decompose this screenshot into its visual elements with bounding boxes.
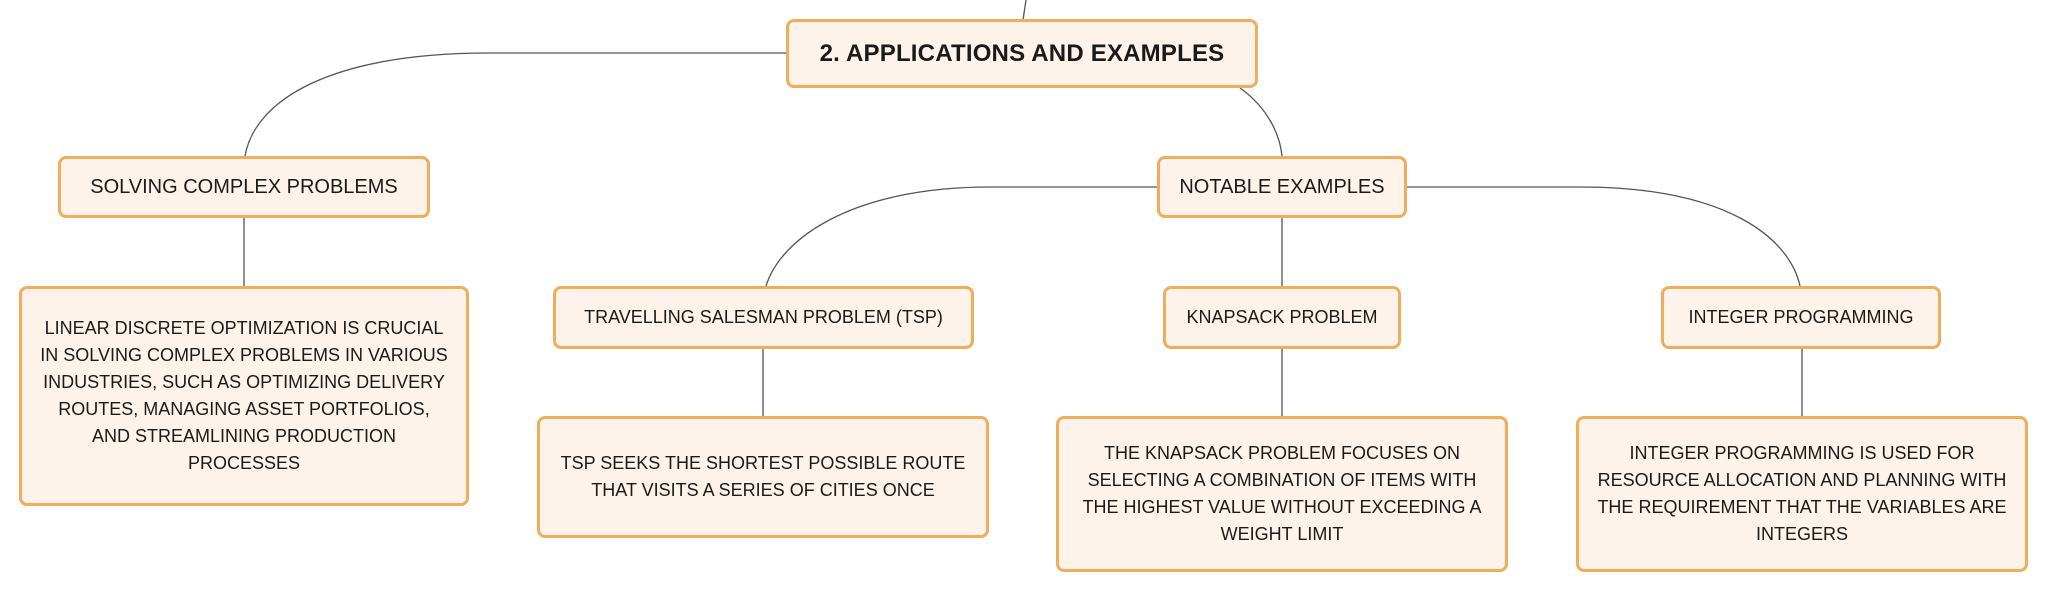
connector-notable-to-tsp [765,186,1157,287]
detail-knapsack[interactable]: THE KNAPSACK PROBLEM FOCUSES ON SELECTIN… [1056,416,1508,572]
subtopic-integer-programming[interactable]: INTEGER PROGRAMMING [1661,286,1941,349]
subtopic-label: TRAVELLING SALESMAN PROBLEM (TSP) [584,307,943,327]
detail-solving[interactable]: LINEAR DISCRETE OPTIMIZATION IS CRUCIAL … [19,286,469,506]
subtopic-tsp[interactable]: TRAVELLING SALESMAN PROBLEM (TSP) [553,286,974,349]
detail-text: TSP SEEKS THE SHORTEST POSSIBLE ROUTE TH… [560,453,966,500]
root-topic-label: 2. APPLICATIONS AND EXAMPLES [819,39,1225,67]
topic-label: SOLVING COMPLEX PROBLEMS [90,175,398,198]
detail-text: THE KNAPSACK PROBLEM FOCUSES ON SELECTIN… [1082,443,1482,544]
topic-label: NOTABLE EXAMPLES [1179,175,1385,198]
connector-parent-to-root [1022,0,1027,21]
connector-root-to-notable [1239,87,1283,157]
detail-tsp[interactable]: TSP SEEKS THE SHORTEST POSSIBLE ROUTE TH… [537,416,989,538]
topic-solving-complex-problems[interactable]: SOLVING COMPLEX PROBLEMS [58,156,430,218]
detail-text: INTEGER PROGRAMMING IS USED FOR RESOURCE… [1597,443,2007,544]
connector-root-to-solving [244,52,786,157]
topic-notable-examples[interactable]: NOTABLE EXAMPLES [1157,156,1407,218]
subtopic-label: INTEGER PROGRAMMING [1688,307,1914,327]
subtopic-label: KNAPSACK PROBLEM [1186,307,1378,327]
connector-notable-to-integer [1407,186,1801,287]
detail-text: LINEAR DISCRETE OPTIMIZATION IS CRUCIAL … [40,318,448,473]
root-topic[interactable]: 2. APPLICATIONS AND EXAMPLES [786,19,1258,88]
subtopic-knapsack[interactable]: KNAPSACK PROBLEM [1163,286,1401,349]
detail-integer-programming[interactable]: INTEGER PROGRAMMING IS USED FOR RESOURCE… [1576,416,2028,572]
